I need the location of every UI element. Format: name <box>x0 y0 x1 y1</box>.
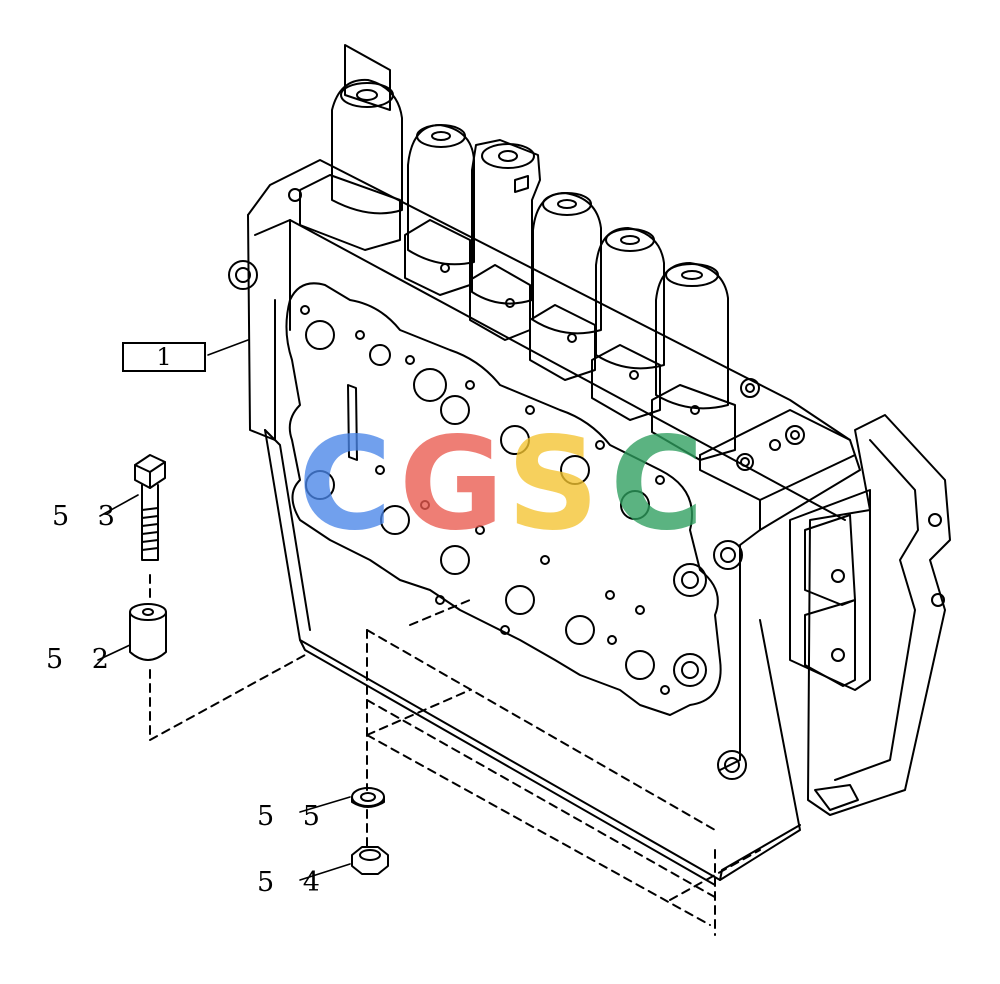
gasket-plate <box>285 282 722 716</box>
part-label-bolt: 5 3 <box>52 501 125 532</box>
solenoid-6 <box>651 262 736 461</box>
part-label-nut: 5 4 <box>257 867 330 898</box>
reference-label: 1 <box>156 343 172 371</box>
bolt-53 <box>134 454 166 561</box>
part-label-spacer: 5 2 <box>46 644 119 675</box>
washer-55 <box>351 787 385 808</box>
solenoid-3 <box>469 139 541 341</box>
part-label-washer: 5 5 <box>257 801 330 832</box>
reference-box: 1 <box>122 342 206 372</box>
mounting-bracket <box>264 414 951 886</box>
side-plate <box>789 489 871 691</box>
solenoid-2 <box>404 124 475 296</box>
solenoid-4 <box>529 192 602 381</box>
assembly-lines <box>149 574 761 936</box>
spacer-52 <box>129 603 167 661</box>
nut-54 <box>351 846 389 875</box>
solenoid-1 <box>299 44 403 251</box>
solenoid-5 <box>591 227 665 421</box>
valve-body <box>228 159 861 780</box>
leader-lines <box>97 339 351 881</box>
